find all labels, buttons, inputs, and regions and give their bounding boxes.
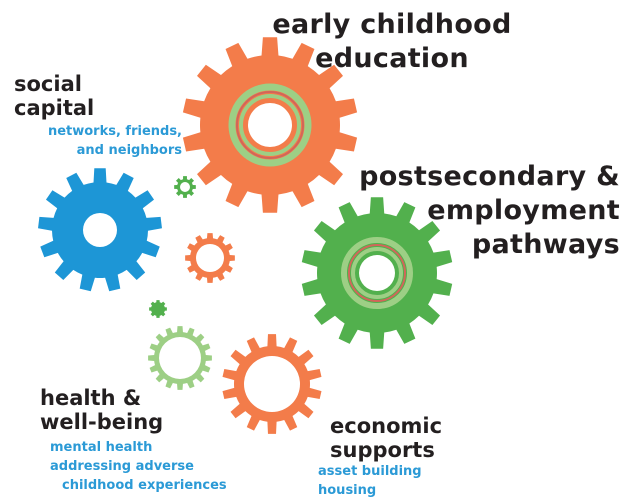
tiny-green-gear (174, 176, 196, 198)
economic-supports-gear-body (222, 334, 322, 434)
early-childhood-gear-body (182, 37, 358, 213)
early-childhood-gear-ring (239, 94, 301, 156)
early-childhood-gear-ring (236, 91, 304, 159)
label-line: supports (330, 438, 435, 462)
social-capital-gear (38, 168, 162, 292)
label-line: well-being (40, 410, 164, 434)
early-childhood-gear-ring (228, 83, 312, 167)
label-line: pathways (471, 229, 620, 260)
label-line: education (315, 43, 469, 74)
sub-item: addressing adverse (50, 459, 194, 474)
tiny-green-gear-body (174, 176, 196, 198)
health-gear-body (148, 326, 212, 390)
social-capital-gear-body (38, 168, 162, 292)
economic-items: asset building housing (318, 462, 422, 500)
health-gear (148, 326, 212, 390)
sub-item: asset building (318, 464, 422, 479)
label-line: employment (427, 195, 620, 226)
postsecondary-gear-body (301, 197, 453, 349)
label-health: health & well-being (40, 386, 163, 434)
small-orange-gear (185, 233, 235, 283)
postsecondary-gear-ring (351, 247, 403, 299)
tiny-green-solid-gear-body (149, 300, 167, 318)
economic-supports-gear (222, 334, 322, 434)
label-line: social (14, 72, 82, 96)
postsecondary-gear (301, 197, 453, 349)
health-items: mental health addressing adverse childho… (50, 438, 227, 495)
sub-item: mental health (50, 440, 153, 455)
label-line: economic (330, 414, 443, 438)
label-social-capital: social capital (14, 72, 94, 120)
sub-item: childhood experiences (62, 478, 227, 493)
sub-item: networks, friends, (47, 124, 182, 139)
label-line: health & (40, 386, 142, 410)
label-line: postsecondary & (359, 161, 620, 192)
label-line: capital (14, 96, 95, 120)
small-orange-gear-body (185, 233, 235, 283)
postsecondary-gear-ring (341, 237, 413, 309)
sub-item: housing (318, 483, 377, 498)
label-line: early childhood (272, 9, 512, 40)
label-postsecondary: postsecondary & employment pathways (340, 160, 620, 262)
label-economic: economic supports (330, 414, 442, 462)
social-capital-items: networks, friends, and neighbors (20, 122, 182, 160)
label-early-childhood: early childhood education (262, 8, 522, 76)
sub-item: and neighbors (76, 143, 182, 158)
tiny-green-solid-gear (149, 300, 167, 318)
early-childhood-gear (182, 37, 358, 213)
postsecondary-gear-ring (348, 244, 406, 302)
